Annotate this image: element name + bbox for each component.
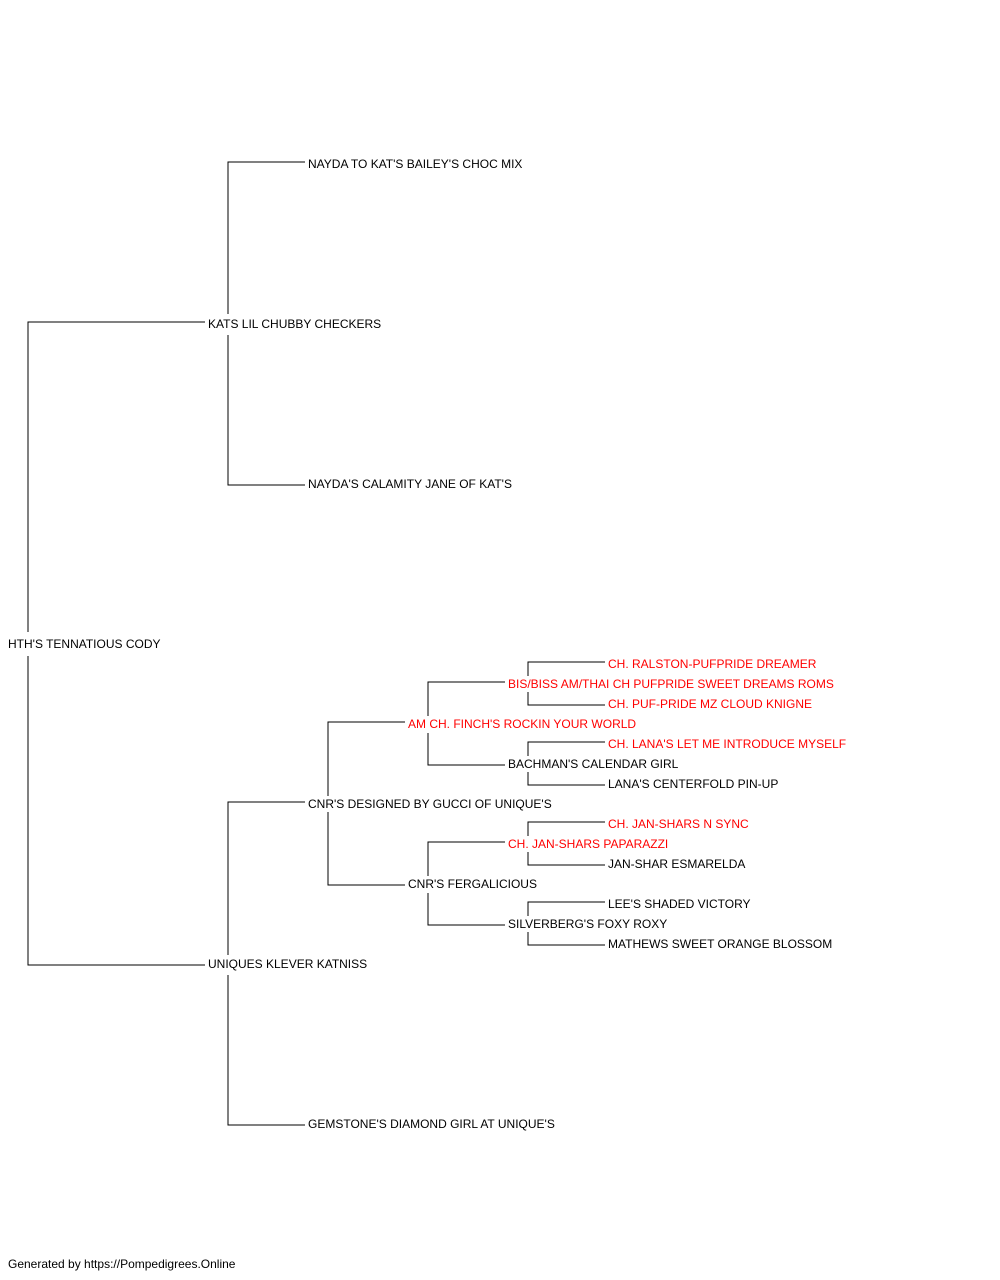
dsdss-name: CH. JAN-SHARS N SYNC bbox=[608, 817, 749, 831]
dam-dam-name: GEMSTONE'S DIAMOND GIRL AT UNIQUE'S bbox=[308, 1117, 555, 1131]
sire-dam-name: NAYDA'S CALAMITY JANE OF KAT'S bbox=[308, 477, 512, 491]
dsds-name: CH. JAN-SHARS PAPARAZZI bbox=[508, 837, 668, 851]
subject-name: HTH'S TENNATIOUS CODY bbox=[8, 637, 161, 651]
dss-name: AM CH. FINCH'S ROCKIN YOUR WORLD bbox=[408, 717, 636, 731]
dsd-name: CNR'S FERGALICIOUS bbox=[408, 877, 537, 891]
dsdsd-name: JAN-SHAR ESMARELDA bbox=[608, 857, 745, 871]
dsdd-name: SILVERBERG'S FOXY ROXY bbox=[508, 917, 667, 931]
sire-sire-name: NAYDA TO KAT'S BAILEY'S CHOC MIX bbox=[308, 157, 522, 171]
sire-name: KATS LIL CHUBBY CHECKERS bbox=[208, 317, 381, 331]
dsdds-name: LEE'S SHADED VICTORY bbox=[608, 897, 751, 911]
dam-name: UNIQUES KLEVER KATNISS bbox=[208, 957, 367, 971]
pedigree-tree: HTH'S TENNATIOUS CODY KATS LIL CHUBBY CH… bbox=[8, 157, 846, 1131]
generated-by-footer: Generated by https://Pompedigrees.Online bbox=[8, 1257, 236, 1271]
dssdd-name: LANA'S CENTERFOLD PIN-UP bbox=[608, 777, 778, 791]
dsss-name: BIS/BISS AM/THAI CH PUFPRIDE SWEET DREAM… bbox=[508, 677, 834, 691]
dssds-name: CH. LANA'S LET ME INTRODUCE MYSELF bbox=[608, 737, 846, 751]
dam-sire-name: CNR'S DESIGNED BY GUCCI OF UNIQUE'S bbox=[308, 797, 552, 811]
dssss-name: CH. RALSTON-PUFPRIDE DREAMER bbox=[608, 657, 817, 671]
dsddd-name: MATHEWS SWEET ORANGE BLOSSOM bbox=[608, 937, 832, 951]
dsssd-name: CH. PUF-PRIDE MZ CLOUD KNIGNE bbox=[608, 697, 812, 711]
connector-lines bbox=[27, 161, 605, 1126]
dssd-name: BACHMAN'S CALENDAR GIRL bbox=[508, 757, 679, 771]
